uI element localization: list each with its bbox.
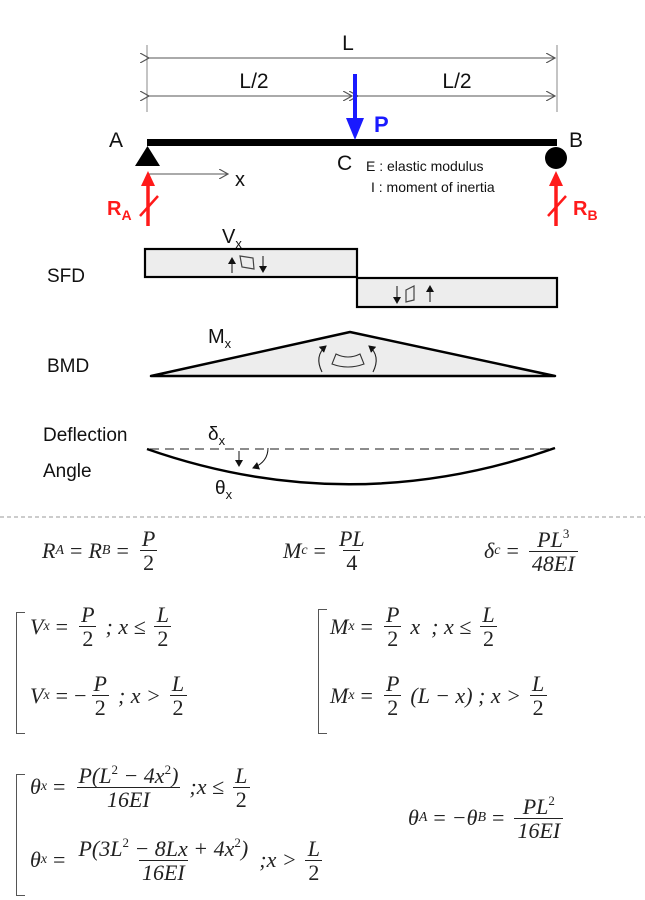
- roller-support: [545, 147, 567, 169]
- load-label: P: [374, 112, 389, 137]
- beam: [147, 139, 557, 146]
- shear-sign-icon-negative: [393, 285, 434, 304]
- midpoint-label: C: [337, 152, 352, 175]
- reaction-a-arrow: [139, 171, 159, 226]
- moment-sign-icon: [318, 345, 377, 373]
- dimension-lines: [147, 45, 558, 112]
- moment-bracket: [318, 609, 327, 734]
- reaction-b-label: RB: [573, 198, 598, 223]
- support-b-label: B: [569, 129, 583, 152]
- reaction-a-label: RA: [107, 198, 132, 223]
- sfd-positive-block: [143, 247, 359, 279]
- legend-moment-of-inertia: I : moment of inertia: [371, 179, 495, 195]
- span-label: L: [342, 32, 354, 55]
- moment-symbol: Mx: [208, 326, 232, 351]
- sfd-negative-block: [355, 276, 559, 309]
- angle-symbol: θx: [215, 478, 233, 502]
- angle-label: Angle: [43, 461, 92, 482]
- legend-elastic-modulus: E : elastic modulus: [366, 158, 484, 174]
- deflection-symbol: δx: [208, 424, 226, 448]
- right-half-label: L/2: [442, 70, 471, 93]
- angle-arrow: [252, 447, 269, 470]
- angle-bracket: [16, 774, 25, 896]
- deflection-label: Deflection: [43, 425, 128, 446]
- deflection-curve: [146, 446, 556, 486]
- bmd-label: BMD: [47, 356, 89, 377]
- pin-support: [135, 146, 160, 166]
- load-arrow: [346, 74, 364, 140]
- sfd-label: SFD: [47, 266, 85, 287]
- beam-diagram: L L/2 L/2 P A B C E : elastic modulus I …: [0, 32, 645, 518]
- x-axis-label: x: [235, 169, 245, 191]
- support-a-label: A: [109, 129, 123, 152]
- bmd-triangle: [149, 330, 557, 378]
- shear-symbol: Vx: [222, 226, 242, 251]
- reaction-b-arrow: [547, 171, 567, 226]
- shear-bracket: [16, 612, 25, 734]
- shear-sign-icon-positive: [228, 255, 267, 273]
- left-half-label: L/2: [239, 70, 268, 93]
